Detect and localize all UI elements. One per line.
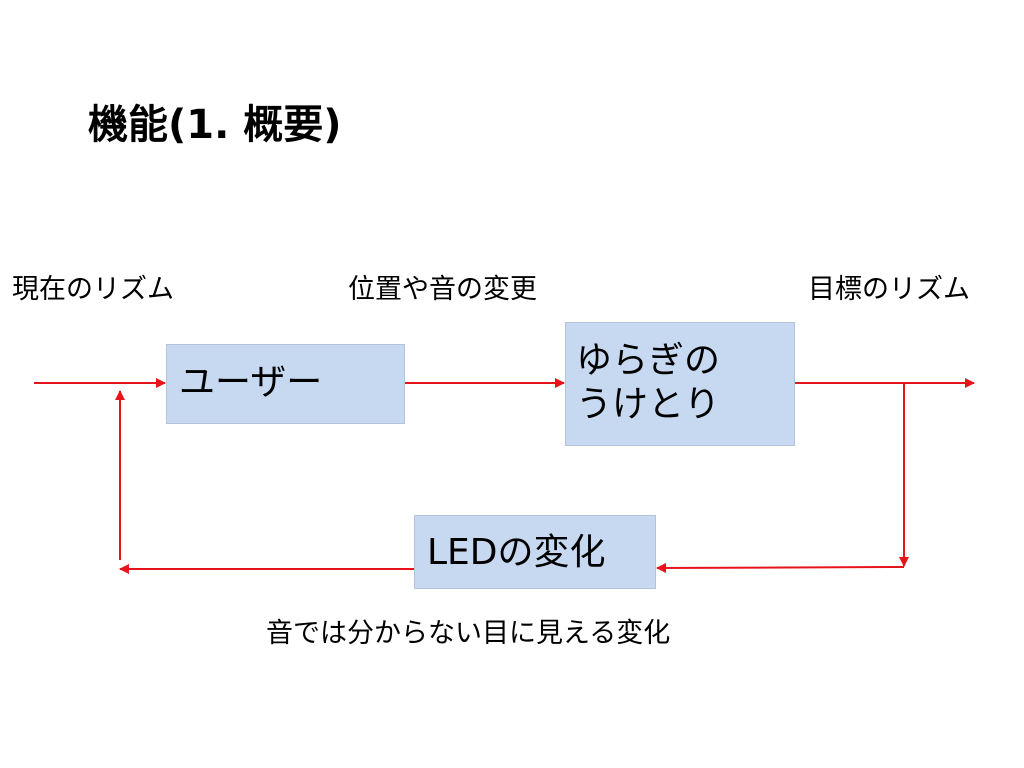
- receiver-box-line2: うけとり: [576, 384, 721, 425]
- label-current-rhythm: 現在のリズム: [12, 274, 174, 305]
- arrow-feedback-to-led: [656, 562, 905, 573]
- receiver-box-line1: ゆらぎの: [576, 340, 721, 381]
- label-target-rhythm: 目標のリズム: [808, 274, 970, 305]
- user-box-label: ユーザー: [179, 362, 323, 403]
- led-change-box-label: LEDの変化: [427, 532, 606, 573]
- led-change-box: LEDの変化: [414, 515, 656, 589]
- user-box: ユーザー: [166, 344, 405, 424]
- slide-title: 機能(1. 概要): [88, 102, 342, 148]
- label-visible-change: 音では分からない目に見える変化: [266, 618, 671, 649]
- receiver-box: ゆらぎの うけとり: [565, 322, 795, 446]
- label-position-sound-change: 位置や音の変更: [348, 274, 537, 305]
